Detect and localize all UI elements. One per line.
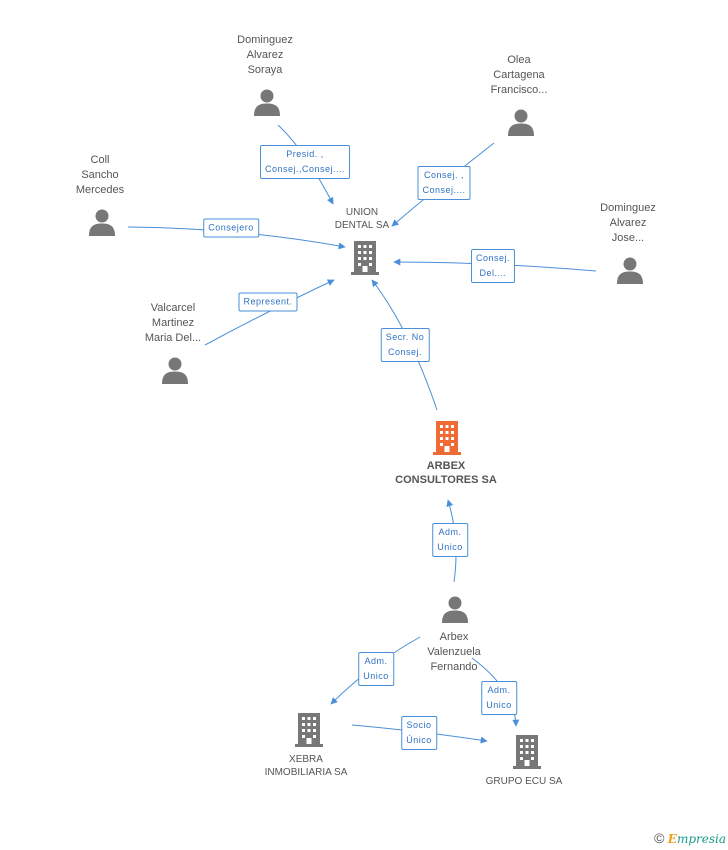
building-icon[interactable] (513, 735, 541, 769)
company-label-arbex[interactable]: ARBEX CONSULTORES SA (395, 460, 497, 486)
edge-label-fernando-grupo: Adm. Unico (481, 681, 517, 715)
person-label-fernando[interactable]: Arbex Valenzuela Fernando (427, 631, 481, 673)
edge-label-valcarcel-union: Represent. (238, 292, 298, 312)
building-icon[interactable] (295, 713, 323, 747)
edge-label-fernando-xebra: Adm. Unico (358, 652, 394, 686)
person-label-jose[interactable]: Dominguez Alvarez Jose... (600, 202, 656, 244)
person-label-coll[interactable]: Coll Sancho Mercedes (75, 154, 125, 196)
edge-label-arbex-union: Secr. No Consej. (380, 328, 430, 362)
building-icon[interactable] (351, 241, 379, 275)
footer-brand[interactable]: © Empresia (654, 830, 726, 846)
edge-label-olea-union: Consej. , Consej.... (417, 166, 471, 200)
edge-label-fernando-arbex: Adm. Unico (432, 523, 468, 557)
person-icon[interactable] (508, 109, 534, 137)
person-label-olea[interactable]: Olea Cartagena Francisco... (490, 54, 548, 96)
building-icon-main[interactable] (433, 421, 461, 455)
brand-name: mpresia (676, 832, 726, 846)
edge-valcarcel-union (204, 279, 335, 346)
edge-label-jose-union: Consej. Del.... (470, 249, 516, 283)
edge-label-soraya-union: Presid. , Consej.,Consej.... (259, 145, 351, 179)
person-icon[interactable] (162, 357, 188, 385)
copyright-symbol: © (654, 830, 665, 846)
edge-label-coll-union: Consejero (203, 218, 259, 238)
person-icon[interactable] (442, 596, 468, 624)
company-label-grupo[interactable]: GRUPO ECU SA (485, 776, 563, 787)
person-icon[interactable] (617, 257, 643, 285)
person-icon[interactable] (89, 209, 115, 237)
person-icon[interactable] (254, 89, 280, 117)
person-label-soraya[interactable]: Dominguez Alvarez Soraya (237, 34, 293, 76)
company-label-union[interactable]: UNION DENTAL SA (334, 207, 390, 231)
person-label-valcarcel[interactable]: Valcarcel Martinez Maria Del... (144, 302, 202, 344)
brand-initial: E (667, 832, 677, 846)
company-label-xebra[interactable]: XEBRA INMOBILIARIA SA (264, 754, 348, 778)
edge-label-xebra-grupo: Socio Único (401, 716, 437, 750)
